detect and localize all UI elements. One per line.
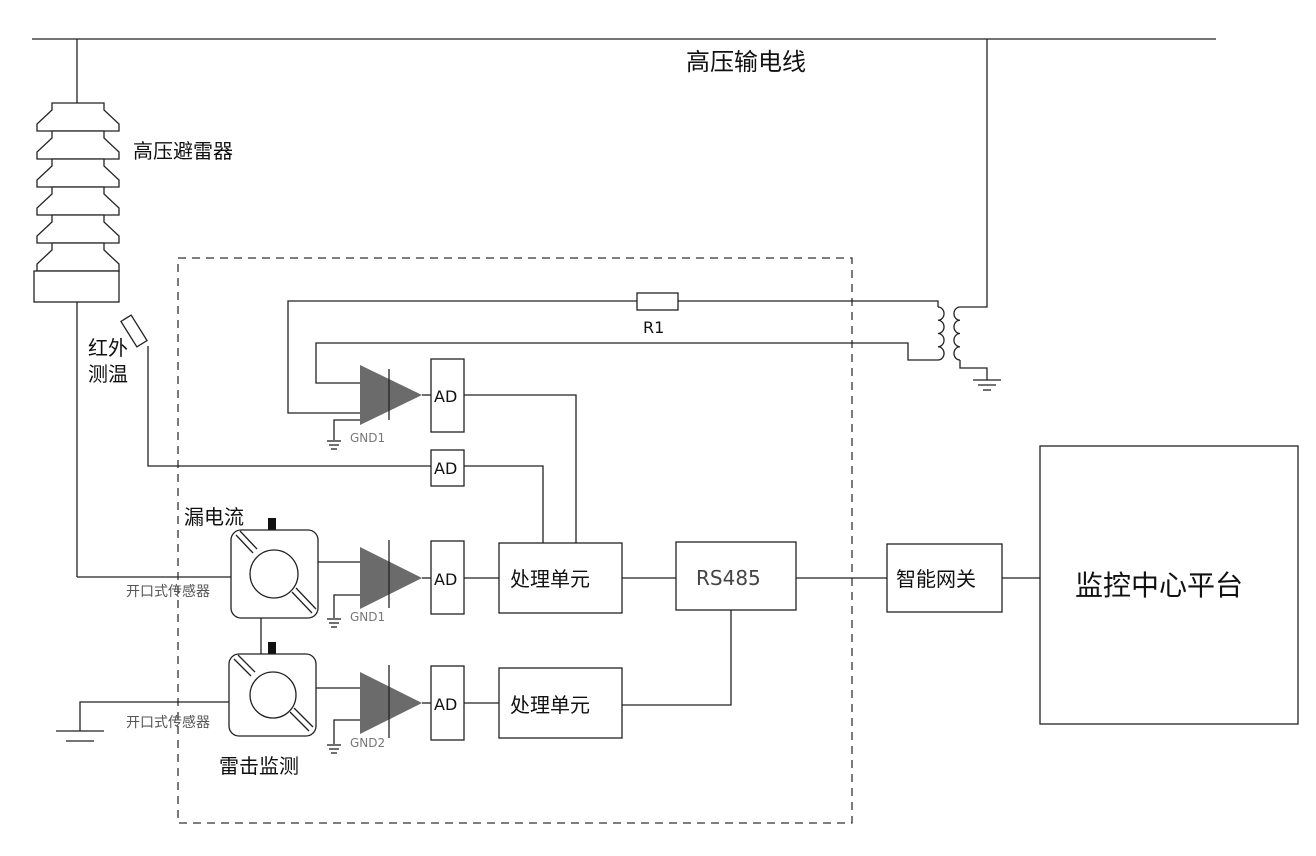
leakage-sensor-icon — [230, 529, 319, 619]
rs485-to-proc2-wire — [622, 610, 732, 706]
hv-line-label: 高压输电线 — [686, 48, 806, 76]
amplifier-icon-3 — [360, 665, 422, 738]
r1-loop-wire — [287, 300, 637, 414]
sensor-label-2: 开口式传感器 — [126, 714, 210, 731]
hv-drop-wire — [960, 39, 988, 308]
rs485-label: RS485 — [696, 566, 761, 590]
rs485-module — [675, 541, 797, 611]
arrester-icon — [33, 102, 120, 303]
amplifier-icon-2 — [360, 540, 422, 609]
ad-label-2: AD — [434, 459, 457, 478]
ad-converter-2 — [430, 449, 465, 487]
ad-converter-4 — [430, 665, 465, 741]
transformer-ground-wire — [959, 360, 988, 380]
ad-label-1: AD — [434, 387, 457, 406]
smart-gateway — [886, 543, 1003, 613]
amplifier-icon-1 — [360, 365, 422, 425]
platform-label: 监控中心平台 — [1075, 569, 1243, 602]
gnd-label-2: GND1 — [350, 610, 385, 624]
r1-to-coil-wire — [678, 300, 939, 307]
gnd-wire-1 — [333, 419, 360, 440]
lightning-sensor-icon — [228, 653, 317, 737]
lightning-ground-wire — [79, 701, 229, 731]
leakage-label: 漏电流 — [184, 505, 244, 529]
resistor-r1 — [636, 292, 679, 311]
ad-converter-1 — [430, 358, 465, 433]
processing-unit-1 — [498, 542, 623, 614]
leakage-sensor-terminal — [268, 518, 276, 530]
gnd-label-1: GND1 — [350, 431, 385, 445]
proc-label-1: 处理单元 — [510, 567, 590, 591]
monitoring-platform — [1039, 445, 1299, 725]
sensor-label-1: 开口式传感器 — [126, 583, 210, 600]
ground-icon-2 — [327, 618, 341, 628]
arrester-label: 高压避雷器 — [133, 139, 233, 163]
monitor-enclosure — [177, 257, 853, 824]
ad2-to-proc-wire — [464, 465, 544, 543]
gnd-label-3: GND2 — [350, 736, 385, 750]
ground-icon-3 — [327, 744, 341, 754]
gateway-label: 智能网关 — [896, 567, 976, 591]
infrared-wire — [147, 346, 431, 467]
gnd-wire-3 — [333, 719, 360, 744]
ad1-to-proc-wire — [464, 394, 577, 543]
processing-unit-2 — [498, 667, 623, 739]
infrared-sensor-icon — [120, 314, 148, 348]
transformer-icon — [937, 306, 961, 361]
resistor-label: R1 — [643, 318, 664, 337]
lightning-label: 雷击监测 — [219, 754, 299, 778]
proc-label-2: 处理单元 — [510, 693, 590, 717]
ad-label-4: AD — [434, 695, 457, 714]
infrared-label-line2: 测温 — [88, 362, 128, 386]
coil-return-wire — [315, 342, 938, 384]
lightning-sensor-terminal — [268, 642, 276, 654]
ground-icon-1 — [327, 440, 341, 450]
infrared-label-line1: 红外 — [88, 336, 128, 360]
ad-label-3: AD — [434, 570, 457, 589]
gnd-wire-2 — [333, 594, 360, 618]
transformer-ground-icon — [973, 379, 1001, 391]
lightning-ground-icon — [56, 730, 104, 742]
